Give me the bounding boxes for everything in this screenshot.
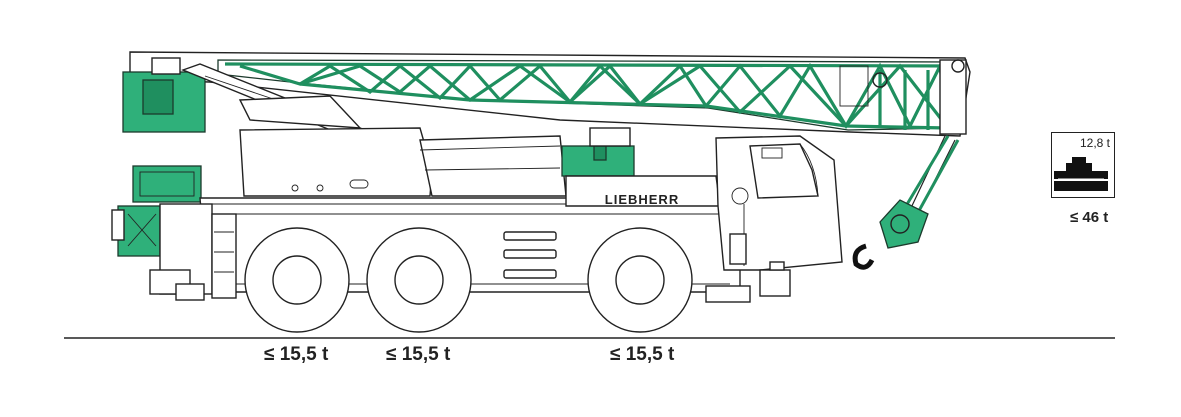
ballast-indicator: 12,8 t — [1051, 132, 1115, 198]
wheel-axle-3 — [587, 227, 693, 333]
axle-load-2: ≤ 15,5 t — [386, 344, 451, 365]
brand-logo: LIEBHERR — [605, 192, 679, 207]
hook-block — [852, 135, 960, 270]
axle-load-3: ≤ 15,5 t — [610, 344, 675, 365]
axle-load-1: ≤ 15,5 t — [264, 344, 329, 365]
wheel-axle-2 — [366, 227, 472, 333]
ballast-weight: 12,8 t — [1079, 136, 1110, 150]
total-weight: ≤ 46 t — [1070, 209, 1109, 226]
wheel-axle-1 — [244, 227, 350, 333]
boom — [122, 51, 971, 141]
superstructure — [132, 127, 635, 203]
counterweight-icon — [1054, 157, 1108, 191]
